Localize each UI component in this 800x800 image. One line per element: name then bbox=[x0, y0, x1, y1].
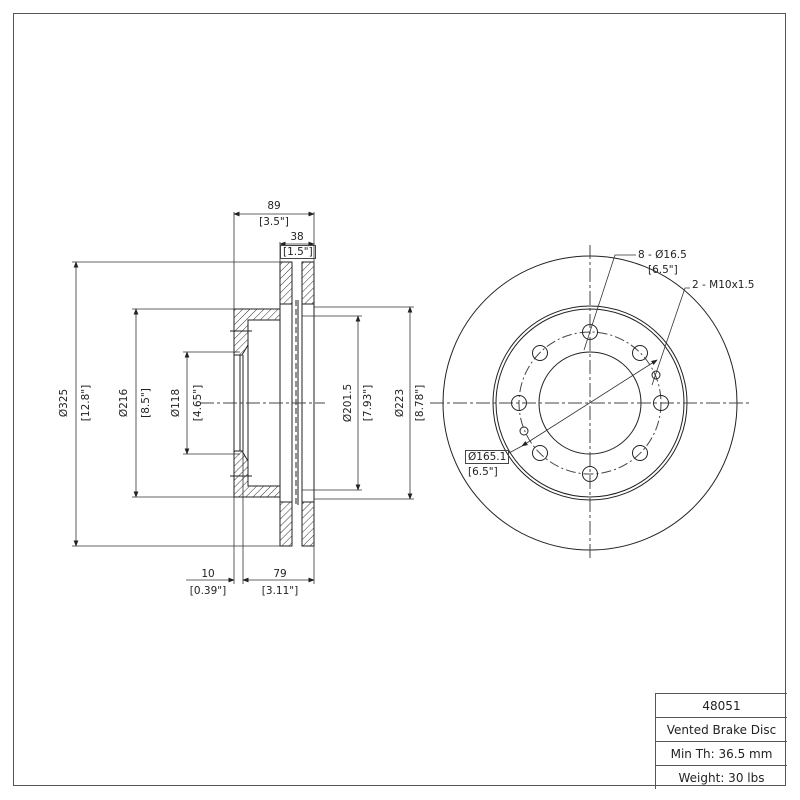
dim-value-mm: Ø118 bbox=[170, 388, 182, 418]
dim-outer-diameter: Ø325 bbox=[58, 373, 70, 433]
dim-vent-diameter: Ø223 bbox=[394, 373, 406, 433]
callout-label-in: [6.5"] bbox=[648, 264, 678, 276]
side-section-view bbox=[200, 261, 325, 547]
callout-label: 2 - M10x1.5 bbox=[692, 279, 755, 291]
callout-label-in: [6.5"] bbox=[468, 466, 498, 478]
dim-value-in: [3.11"] bbox=[261, 585, 299, 597]
dim-center-bore-in: [4.65"] bbox=[192, 373, 204, 433]
dim-value-in: [1.5"] bbox=[280, 245, 316, 259]
dim-value-in: [7.93"] bbox=[362, 384, 374, 422]
min-thickness: Min Th: 36.5 mm bbox=[656, 742, 787, 766]
dim-value-mm: 79 bbox=[273, 568, 287, 580]
dim-value-in: [12.8"] bbox=[80, 384, 92, 422]
front-view-leaders bbox=[508, 254, 690, 454]
dim-hat-flange: 10 bbox=[184, 568, 232, 580]
dim-hat-height-in: [3.11"] bbox=[254, 585, 306, 597]
dim-value-mm: Ø216 bbox=[118, 388, 130, 418]
dim-value-in: [3.5"] bbox=[259, 216, 289, 228]
callout-bolt-holes-in: [6.5"] bbox=[648, 264, 678, 276]
callout-threaded-holes: 2 - M10x1.5 bbox=[692, 279, 754, 291]
dim-hat-diameter: Ø216 bbox=[118, 373, 130, 433]
side-view-dimension-lines bbox=[72, 211, 414, 584]
dim-inner-friction: Ø201.5 bbox=[342, 373, 354, 433]
rotor-section-bottom-outer bbox=[279, 501, 293, 547]
part-number: 48051 bbox=[656, 694, 787, 718]
dim-hat-flange-in: [0.39"] bbox=[182, 585, 234, 597]
rotor-section-top-inner bbox=[301, 261, 315, 305]
dim-inner-friction-in: [7.93"] bbox=[362, 373, 374, 433]
callout-label: Ø165.1 bbox=[465, 450, 510, 464]
hat-section-top bbox=[233, 308, 281, 356]
dim-value-mm: 38 bbox=[290, 231, 304, 243]
dim-overall-width: 89 bbox=[252, 200, 296, 212]
dim-overall-width-in: [3.5"] bbox=[252, 216, 296, 228]
dim-disc-thickness: 38 bbox=[283, 231, 311, 243]
dim-vent-diameter-in: [8.78"] bbox=[414, 373, 426, 433]
dim-hat-height: 79 bbox=[256, 568, 304, 580]
front-view bbox=[430, 245, 750, 560]
dim-outer-diameter-in: [12.8"] bbox=[80, 373, 92, 433]
rotor-section-bottom-inner bbox=[301, 501, 315, 547]
callout-bolt-circle: Ø165.1 bbox=[465, 450, 510, 464]
callout-bolt-holes: 8 - Ø16.5 bbox=[638, 249, 687, 261]
callout-label: 8 - Ø16.5 bbox=[638, 249, 687, 261]
dim-value-in: [8.78"] bbox=[414, 384, 426, 422]
dim-value-mm: 10 bbox=[201, 568, 215, 580]
dim-center-bore: Ø118 bbox=[170, 373, 182, 433]
dim-disc-thickness-in: [1.5"] bbox=[280, 245, 316, 259]
part-description: Vented Brake Disc bbox=[656, 718, 787, 742]
callout-bolt-circle-in: [6.5"] bbox=[468, 466, 498, 478]
dim-value-mm: Ø201.5 bbox=[342, 383, 354, 423]
dim-value-mm: Ø223 bbox=[394, 388, 406, 418]
dim-value-in: [0.39"] bbox=[189, 585, 227, 597]
dim-value-in: [4.65"] bbox=[192, 384, 204, 422]
drawing-frame bbox=[13, 13, 786, 786]
rotor-section-top-outer bbox=[279, 261, 293, 305]
dim-value-mm: Ø325 bbox=[58, 388, 70, 418]
hat-section-bottom bbox=[233, 450, 281, 498]
dim-value-in: [8.5"] bbox=[140, 388, 152, 418]
weight: Weight: 30 lbs bbox=[678, 770, 765, 785]
dim-hat-diameter-in: [8.5"] bbox=[140, 373, 152, 433]
dim-value-mm: 89 bbox=[267, 200, 281, 212]
title-block: 48051 Vented Brake Disc Min Th: 36.5 mm … bbox=[655, 693, 787, 789]
